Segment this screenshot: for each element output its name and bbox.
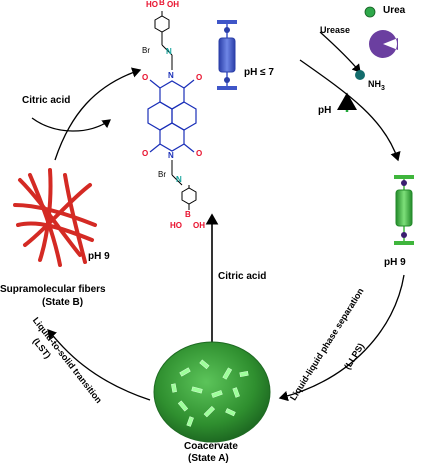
molecule-oh-bottom: OH: [193, 221, 205, 230]
molecule-boron-top: B: [159, 0, 165, 7]
molecule-ho-bottom: HO: [170, 221, 182, 230]
ph-up-label: pH: [318, 105, 332, 116]
arrow-right-bottom: [278, 274, 405, 402]
molecule-o3: O: [142, 149, 149, 158]
fibers-state: (State B): [42, 297, 84, 308]
ph-le7-label: pH ≤ 7: [244, 67, 274, 78]
molecule-boron-bottom: B: [185, 210, 191, 219]
molecule-imide-n-top: N: [168, 71, 174, 80]
urease-label: Urease: [320, 25, 351, 35]
molecule-o4: O: [196, 149, 203, 158]
molecule-imide-n-bottom: N: [168, 151, 174, 160]
molecule-bromide-bottom: Br: [158, 170, 166, 179]
supramolecular-fibers: [13, 168, 97, 267]
nh3-label: NH3: [368, 79, 385, 92]
molecule-bromide-top: Br: [142, 46, 150, 55]
ph9-left-label: pH 9: [88, 251, 110, 262]
citric-acid-center-label: Citric acid: [218, 271, 267, 282]
urease-enzyme: [369, 30, 398, 58]
arrow-urease: [319, 31, 361, 73]
molecule-boronic-top: HO: [146, 0, 158, 9]
molecule-linkers: [154, 11, 197, 210]
molecule-nplus-top: N: [166, 47, 172, 56]
molecule-nplus-bottom: N: [176, 175, 182, 184]
coacervate-state: (State A): [188, 453, 229, 464]
green-dimer-icon: [394, 175, 414, 245]
molecule-o2: O: [196, 73, 203, 82]
molecule-o1: O: [142, 73, 149, 82]
nh3-dot: [355, 70, 365, 80]
molecule-oh-top: OH: [167, 0, 179, 9]
molecule-structure: [147, 79, 197, 153]
coacervate-title: Coacervate: [184, 441, 238, 452]
arrow-left-top: [54, 67, 142, 161]
urea-dot: [364, 6, 376, 18]
ph9-right-label: pH 9: [384, 257, 406, 268]
fibers-title: Supramolecular fibers: [0, 284, 106, 295]
blue-dimer-icon: [217, 20, 237, 90]
arrow-citric-curve: [31, 117, 111, 132]
citric-acid-top-label: Citric acid: [22, 95, 71, 106]
urea-label: Urea: [383, 5, 406, 16]
coacervate-droplet: [153, 341, 271, 443]
arrow-bottom-left: [47, 329, 151, 401]
arrow-top-right: [299, 59, 401, 162]
